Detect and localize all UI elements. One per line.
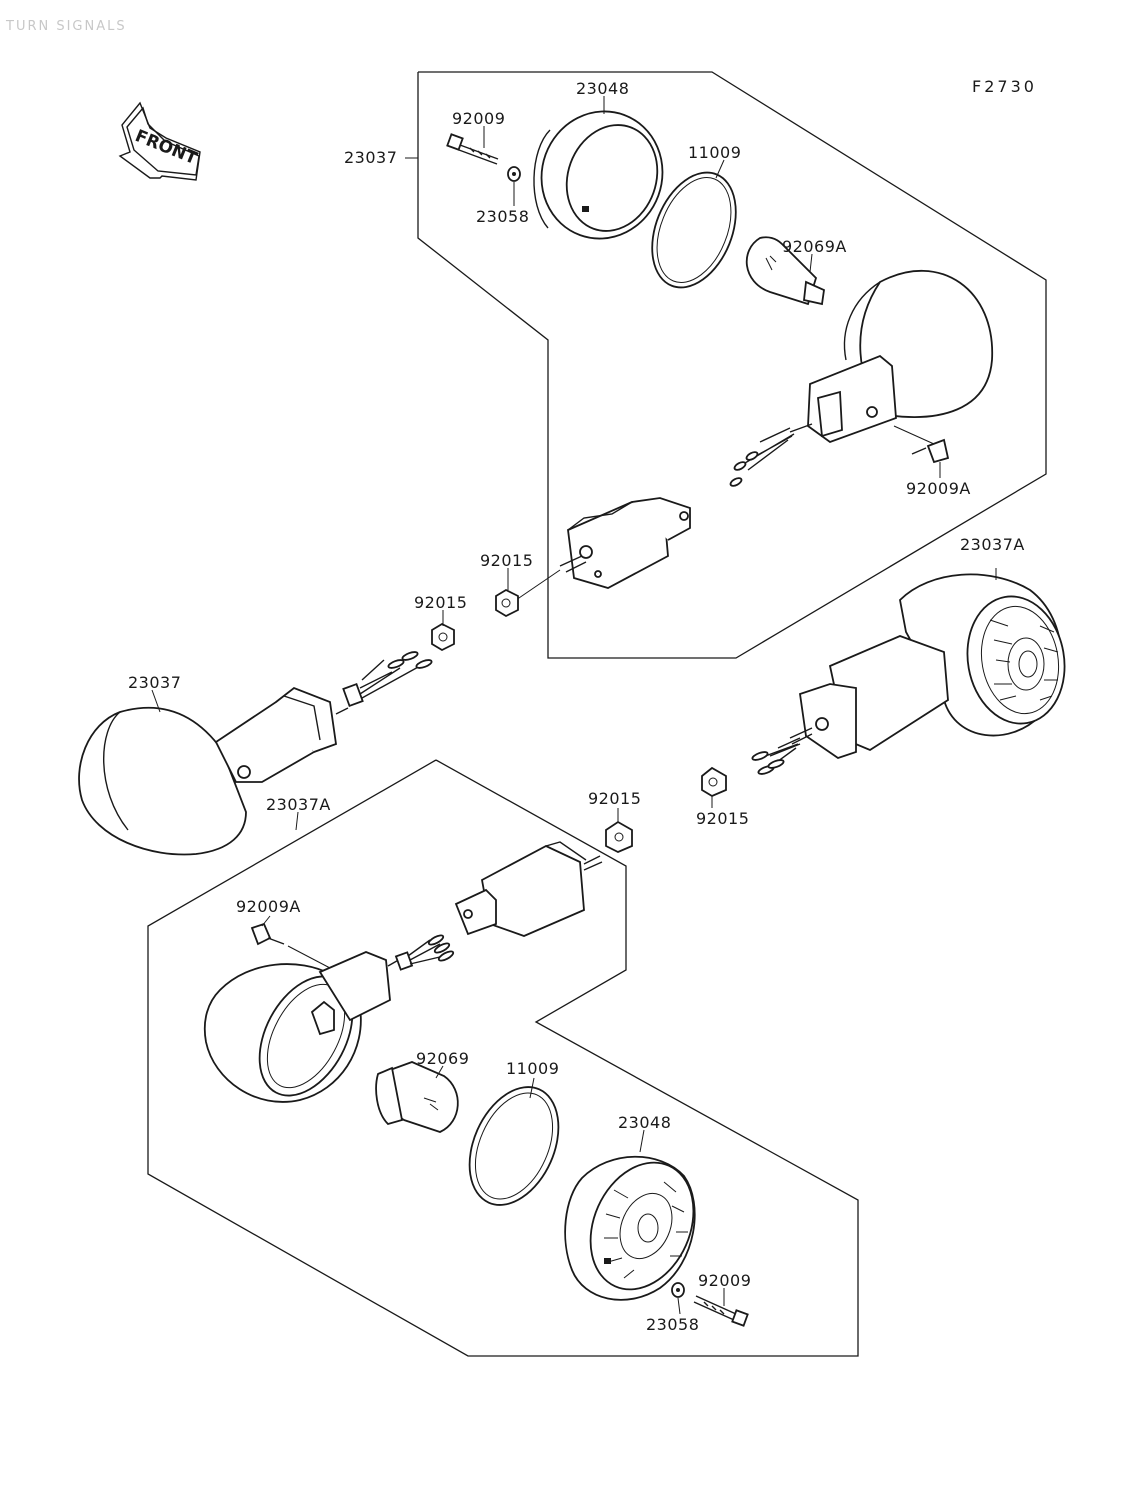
- nut-92015-lower: [605, 820, 633, 853]
- label-23037-top: 23037: [344, 148, 397, 167]
- grommet-23058-top: [507, 166, 521, 182]
- lower-kit-boundary: [147, 759, 859, 1357]
- nut-92015-upper: [495, 588, 519, 618]
- stem-lower: [454, 841, 603, 937]
- grommet-23058-bottom: [671, 1282, 685, 1298]
- leader-lines: [261, 96, 941, 1315]
- label-92015-lower: 92015: [588, 789, 641, 808]
- lens-rim-23048-top: [533, 110, 664, 240]
- label-23058-top: 23058: [476, 207, 529, 226]
- stem-upper: [515, 497, 691, 601]
- figure-code: F2730: [972, 77, 1037, 96]
- lamp-23037A-right: [751, 568, 1066, 775]
- label-92009-bottom: 92009: [698, 1271, 751, 1290]
- screw-92009-top: [446, 133, 499, 165]
- label-92009-top: 92009: [452, 109, 505, 128]
- label-92015-right: 92015: [696, 809, 749, 828]
- housing-upper-right: [729, 270, 993, 487]
- label-23048-bottom: 23048: [618, 1113, 671, 1132]
- screw-92009A-bottom: [250, 922, 331, 969]
- label-92069: 92069: [416, 1049, 469, 1068]
- screw-92009A-top: [893, 425, 950, 464]
- label-92009A-top: 92009A: [906, 479, 971, 498]
- label-23037-left: 23037: [128, 673, 181, 692]
- label-23037A-right: 23037A: [960, 535, 1025, 554]
- label-92015-mid: 92015: [414, 593, 467, 612]
- label-11009-bottom: 11009: [506, 1059, 559, 1078]
- gasket-11009-bottom: [468, 1086, 560, 1206]
- faint-title: TURN SIGNALS: [5, 19, 127, 34]
- nut-92015-mid: [431, 622, 455, 652]
- label-92069A: 92069A: [782, 237, 847, 256]
- housing-lower-left: [203, 934, 455, 1103]
- label-11009-top: 11009: [688, 143, 741, 162]
- lamp-23037-left: [78, 651, 433, 856]
- label-23037A-bottom: 23037A: [266, 795, 331, 814]
- lens-rim-23048-bottom: [564, 1155, 696, 1301]
- front-label: FRONT: [132, 126, 200, 169]
- label-23058-bottom: 23058: [646, 1315, 699, 1334]
- gasket-11009-top: [651, 171, 737, 289]
- label-92009A-bottom: 92009A: [236, 897, 301, 916]
- bulb-92069: [375, 1061, 459, 1133]
- screw-92009-bottom: [693, 1295, 749, 1327]
- upper-kit-boundary: [405, 71, 1047, 659]
- front-arrow-icon: FRONT: [118, 101, 201, 181]
- nut-92015-right: [701, 766, 727, 798]
- bulb-92069A: [745, 236, 825, 306]
- label-23048-top: 23048: [576, 79, 629, 98]
- label-92015-upper: 92015: [480, 551, 533, 570]
